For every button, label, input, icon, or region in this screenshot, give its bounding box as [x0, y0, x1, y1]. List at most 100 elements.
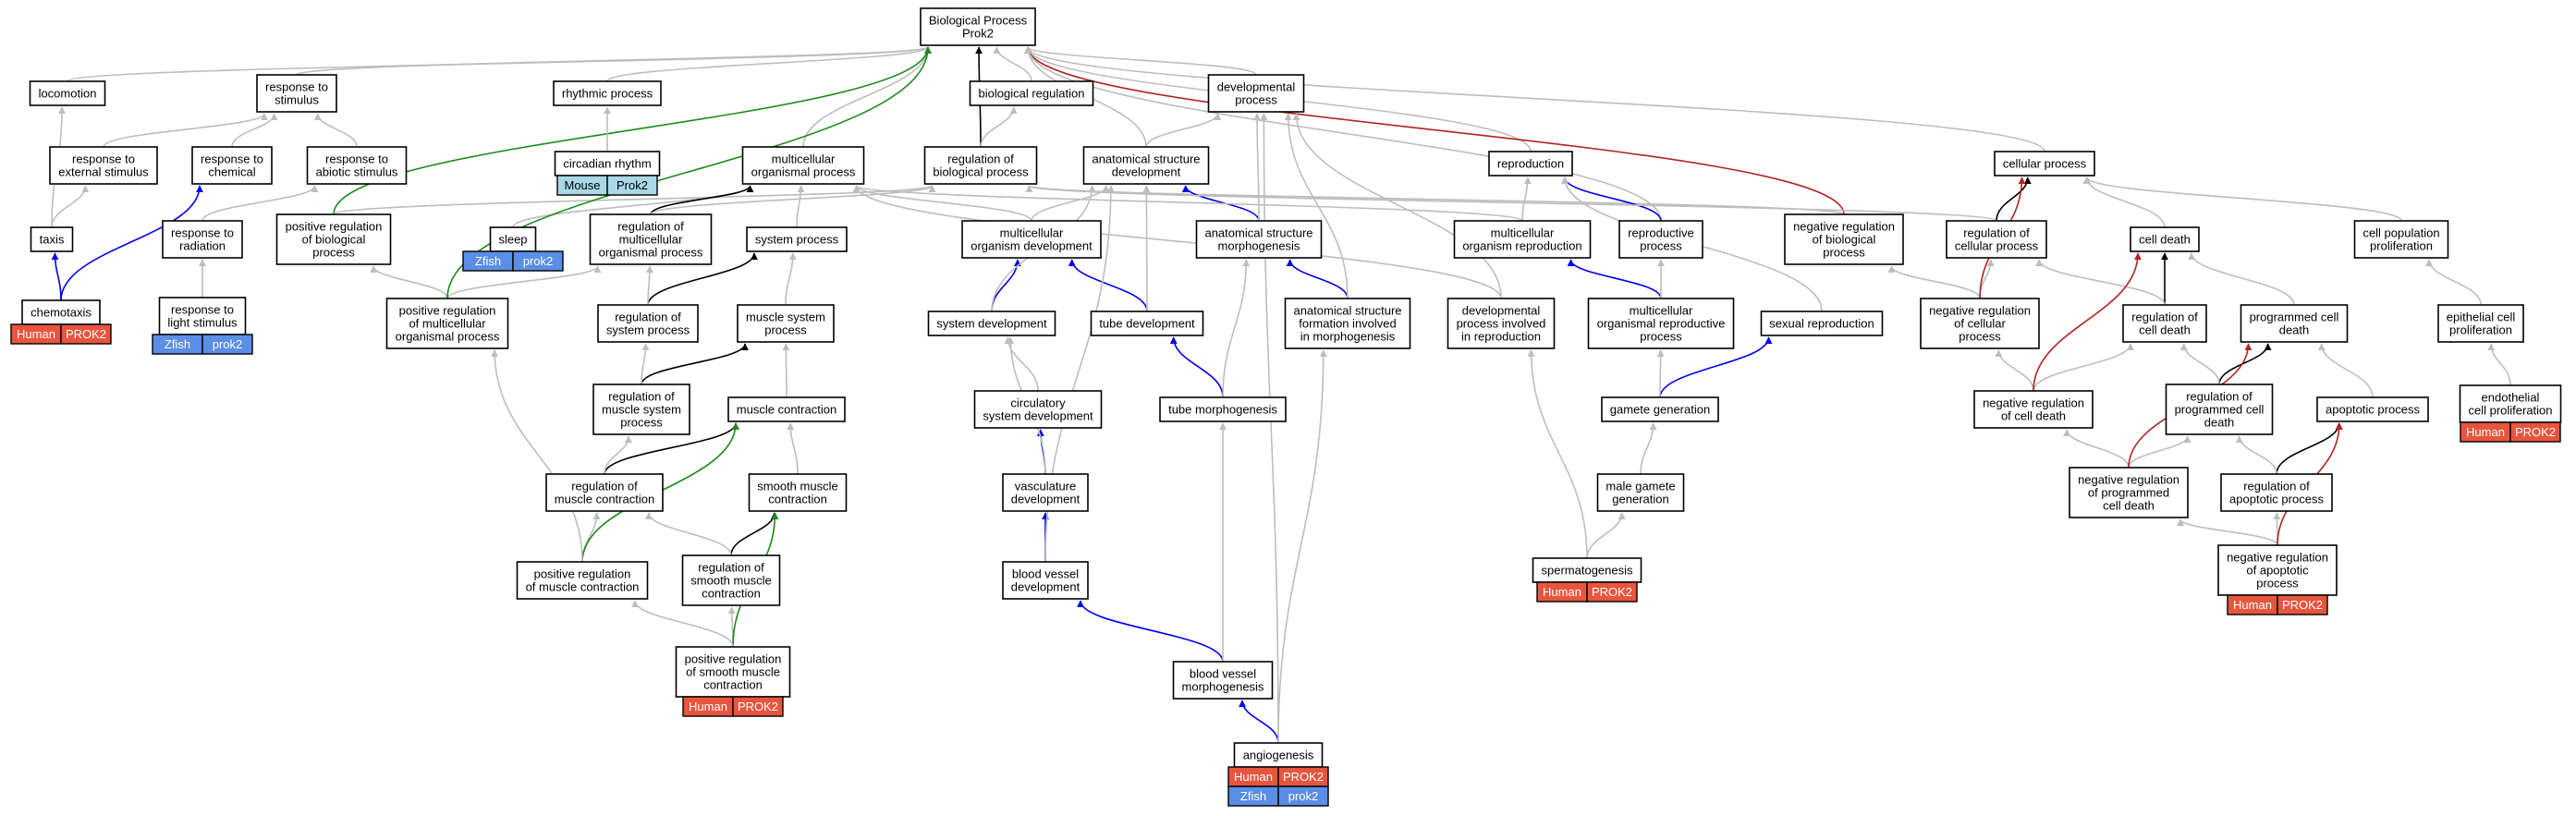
go-term-box	[1618, 220, 1703, 259]
edge-red	[1024, 46, 1845, 215]
go-term-label: system process	[606, 323, 690, 337]
species-label: Mouse	[564, 178, 600, 192]
go-term-node[interactable]: circadian rhythm	[554, 151, 661, 177]
go-term-label: development	[1011, 580, 1080, 594]
go-term-label: multicellular	[772, 152, 836, 166]
go-term-box	[920, 7, 1036, 46]
species-label: Zfish	[1240, 789, 1266, 803]
go-term-node[interactable]: locomotion	[29, 80, 106, 106]
go-term-node[interactable]: cell death	[2130, 226, 2200, 252]
edge-gray	[785, 252, 797, 306]
go-term-label: response to	[265, 80, 328, 94]
go-term-node[interactable]: angiogenesis	[1233, 742, 1324, 768]
go-term-box	[191, 146, 273, 185]
go-term-label: system process	[755, 233, 839, 247]
go-term-box	[746, 226, 848, 252]
go-term-node[interactable]: apoptotic process	[2316, 396, 2429, 422]
go-term-node[interactable]: rhythmic process	[553, 80, 662, 106]
go-term-node[interactable]: muscle contraction	[727, 396, 846, 422]
go-term-box	[2165, 384, 2274, 435]
go-term-label: of cell death	[2001, 409, 2066, 423]
go-term-node[interactable]: cellular process	[1994, 151, 2095, 177]
edges-layer	[51, 46, 2511, 744]
go-term-box	[2353, 220, 2449, 259]
go-term-node[interactable]: reproduction	[1488, 151, 1573, 177]
go-term-node[interactable]: tube morphogenesis	[1159, 396, 1287, 422]
go-term-label: rhythmic process	[562, 87, 653, 101]
go-term-node[interactable]: biological regulation	[969, 80, 1094, 106]
go-term-label: morphogenesis	[1182, 680, 1264, 694]
go-term-node[interactable]: spermatogenesis	[1532, 557, 1642, 583]
go-term-box	[29, 80, 106, 106]
go-term-node[interactable]: gamete generation	[1601, 396, 1719, 422]
go-term-node[interactable]: sexual reproduction	[1760, 311, 1884, 336]
edge-blue	[60, 185, 203, 301]
go-term-node[interactable]: taxis	[30, 226, 74, 252]
go-term-node[interactable]: system process	[746, 226, 848, 252]
go-term-node[interactable]: chemotaxis	[21, 299, 101, 325]
go-term-label: regulation of	[615, 311, 681, 324]
go-term-box	[597, 304, 699, 343]
go-term-label: cell proliferation	[2468, 404, 2552, 418]
go-term-box	[1532, 557, 1642, 583]
edge-gray	[852, 185, 1032, 222]
go-term-box	[973, 390, 1103, 429]
go-term-label: process	[1823, 246, 1865, 260]
go-term-label: blood vessel	[1012, 567, 1079, 581]
go-term-node[interactable]: tube development	[1090, 311, 1204, 336]
go-term-node[interactable]: system development	[927, 311, 1056, 336]
gene-label: PROK2	[1592, 585, 1632, 599]
go-term-node[interactable]: sleep	[489, 226, 537, 252]
go-term-label: regulation of	[571, 480, 638, 493]
